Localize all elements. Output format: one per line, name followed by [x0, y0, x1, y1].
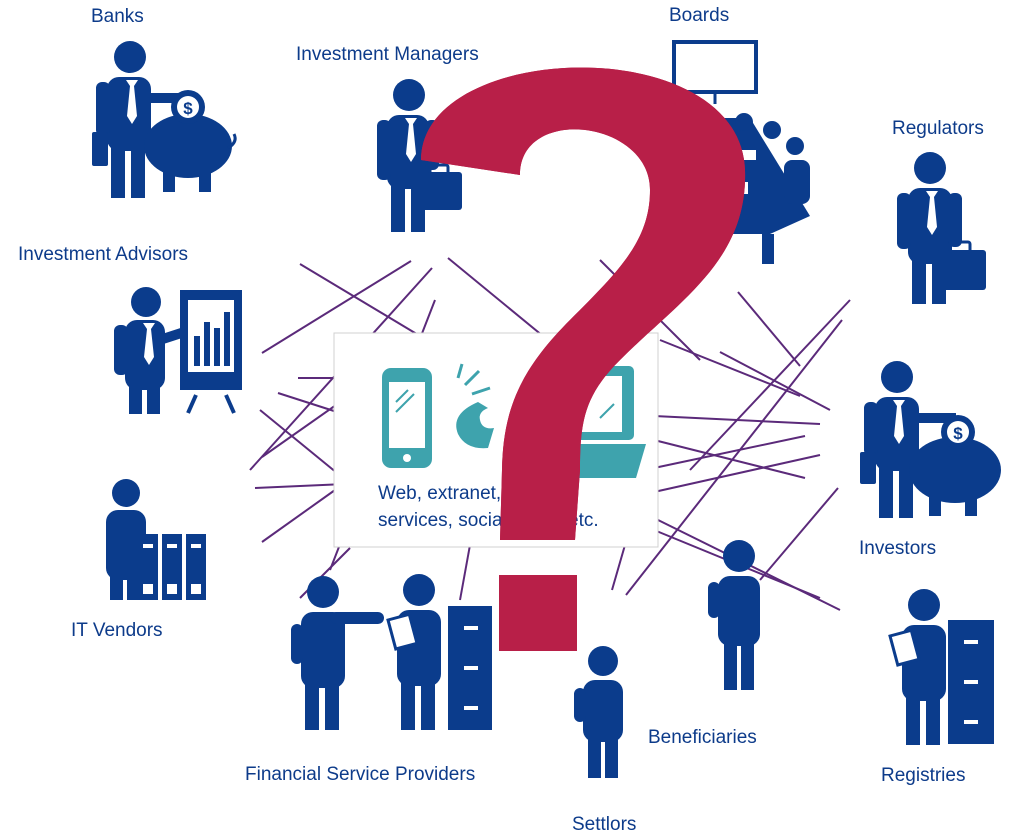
- channels-caption-line-1: Web, extranet, mobile: [378, 483, 563, 504]
- dollar-icon: $: [941, 415, 975, 449]
- label-registries: Registries: [881, 765, 966, 786]
- label-investment-managers: Investment Managers: [296, 44, 479, 65]
- dollar-icon: $: [171, 90, 205, 124]
- piggy-bank-icon: [144, 114, 237, 192]
- investment-advisor-figure-icon: [114, 287, 242, 414]
- label-boards: Boards: [669, 5, 730, 26]
- svg-text:$: $: [953, 424, 963, 443]
- channels-caption-line-2: services, social, email etc.: [378, 510, 599, 531]
- investor-figure-icon: [860, 361, 956, 518]
- settlor-figure-icon: [574, 646, 623, 778]
- label-financial-service-providers: Financial Service Providers: [245, 764, 476, 785]
- financial-service-provider-figure-icon: [291, 574, 492, 730]
- svg-text:$: $: [183, 99, 193, 118]
- label-regulators: Regulators: [892, 118, 984, 139]
- mobile-phone-icon: [382, 368, 432, 468]
- filing-cabinet-icon: [138, 534, 206, 600]
- piggy-bank-icon: [909, 437, 1001, 516]
- label-investment-advisors: Investment Advisors: [18, 244, 189, 265]
- beneficiary-figure-icon: [708, 540, 760, 690]
- registries-figure-icon: [888, 589, 994, 745]
- label-settlors: Settlors: [572, 814, 637, 835]
- label-beneficiaries: Beneficiaries: [648, 727, 757, 748]
- label-it-vendors: IT Vendors: [71, 620, 163, 641]
- label-banks: Banks: [91, 6, 144, 27]
- banks-figure-icon: [92, 41, 186, 198]
- label-investors: Investors: [859, 538, 937, 559]
- regulator-figure-icon: [897, 152, 986, 304]
- channels-caption: Web, extranet, mobile services, social, …: [378, 480, 668, 534]
- it-vendor-figure-icon: [106, 479, 146, 600]
